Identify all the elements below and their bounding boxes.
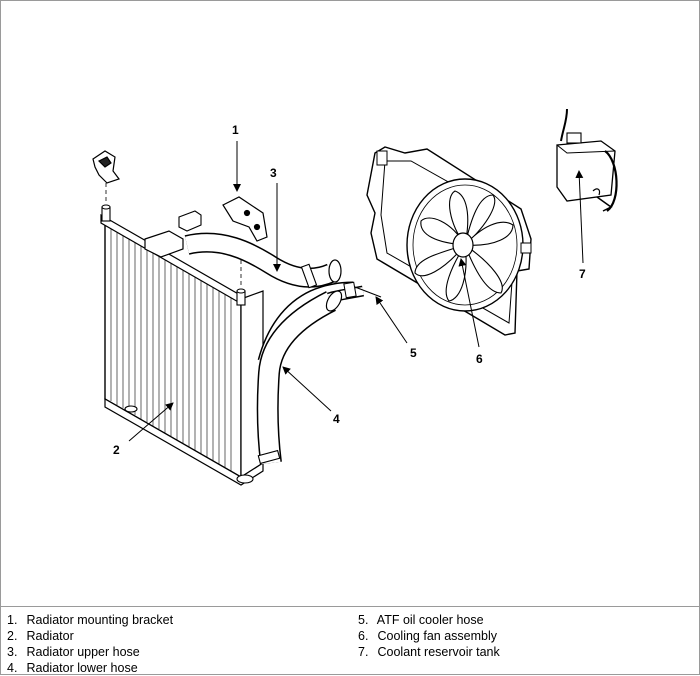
legend-number: 6. bbox=[358, 629, 369, 643]
legend-number: 3. bbox=[7, 645, 18, 659]
legend-label: Radiator mounting bracket bbox=[26, 613, 174, 627]
radiator-mounting-bracket-left bbox=[92, 150, 120, 184]
callout-1: 1 bbox=[232, 123, 239, 137]
leader-7 bbox=[575, 170, 584, 264]
legend-number: 7. bbox=[358, 645, 369, 659]
callout-7: 7 bbox=[579, 267, 586, 281]
cooling-fan-assembly bbox=[366, 146, 532, 336]
callout-6: 6 bbox=[476, 352, 483, 366]
legend-column-right: 5. ATF oil cooler hose 6. Cooling fan as… bbox=[358, 612, 500, 660]
legend-column-left: 1. Radiator mounting bracket 2. Radiator… bbox=[7, 612, 173, 676]
leader-lines bbox=[128, 141, 584, 442]
legend-number: 1. bbox=[7, 613, 18, 627]
callout-5: 5 bbox=[410, 346, 417, 360]
radiator-lower-hose bbox=[256, 290, 343, 465]
legend-number: 4. bbox=[7, 661, 18, 675]
legend-item: 6. Cooling fan assembly bbox=[358, 628, 500, 644]
leader-2 bbox=[128, 402, 174, 442]
legend-label: Radiator lower hose bbox=[26, 661, 138, 675]
legend-divider bbox=[1, 606, 700, 607]
legend-label: Radiator bbox=[26, 629, 74, 643]
legend-item: 5. ATF oil cooler hose bbox=[358, 612, 500, 628]
cooling-system-diagram: 1 2 3 4 5 6 7 bbox=[92, 108, 618, 486]
radiator-upper-hose bbox=[184, 232, 342, 289]
legend-number: 5. bbox=[358, 613, 369, 627]
legend-label: Coolant reservoir tank bbox=[377, 645, 500, 659]
leader-5 bbox=[375, 296, 408, 344]
parts-legend: 1. Radiator mounting bracket 2. Radiator… bbox=[1, 612, 700, 676]
legend-item: 4. Radiator lower hose bbox=[7, 660, 173, 676]
radiator bbox=[100, 183, 264, 486]
callout-3: 3 bbox=[270, 166, 277, 180]
leader-6 bbox=[458, 258, 480, 348]
legend-item: 2. Radiator bbox=[7, 628, 173, 644]
legend-item: 1. Radiator mounting bracket bbox=[7, 612, 173, 628]
legend-item: 7. Coolant reservoir tank bbox=[358, 644, 500, 660]
legend-label: Radiator upper hose bbox=[26, 645, 140, 659]
callout-2: 2 bbox=[113, 443, 120, 457]
callout-4: 4 bbox=[333, 412, 340, 426]
legend-number: 2. bbox=[7, 629, 18, 643]
radiator-mounting-bracket bbox=[222, 196, 268, 242]
leader-4 bbox=[282, 366, 332, 412]
legend-label: ATF oil cooler hose bbox=[376, 613, 484, 627]
legend-label: Cooling fan assembly bbox=[377, 629, 497, 643]
legend-item: 3. Radiator upper hose bbox=[7, 644, 173, 660]
coolant-reservoir-tank bbox=[556, 108, 618, 212]
